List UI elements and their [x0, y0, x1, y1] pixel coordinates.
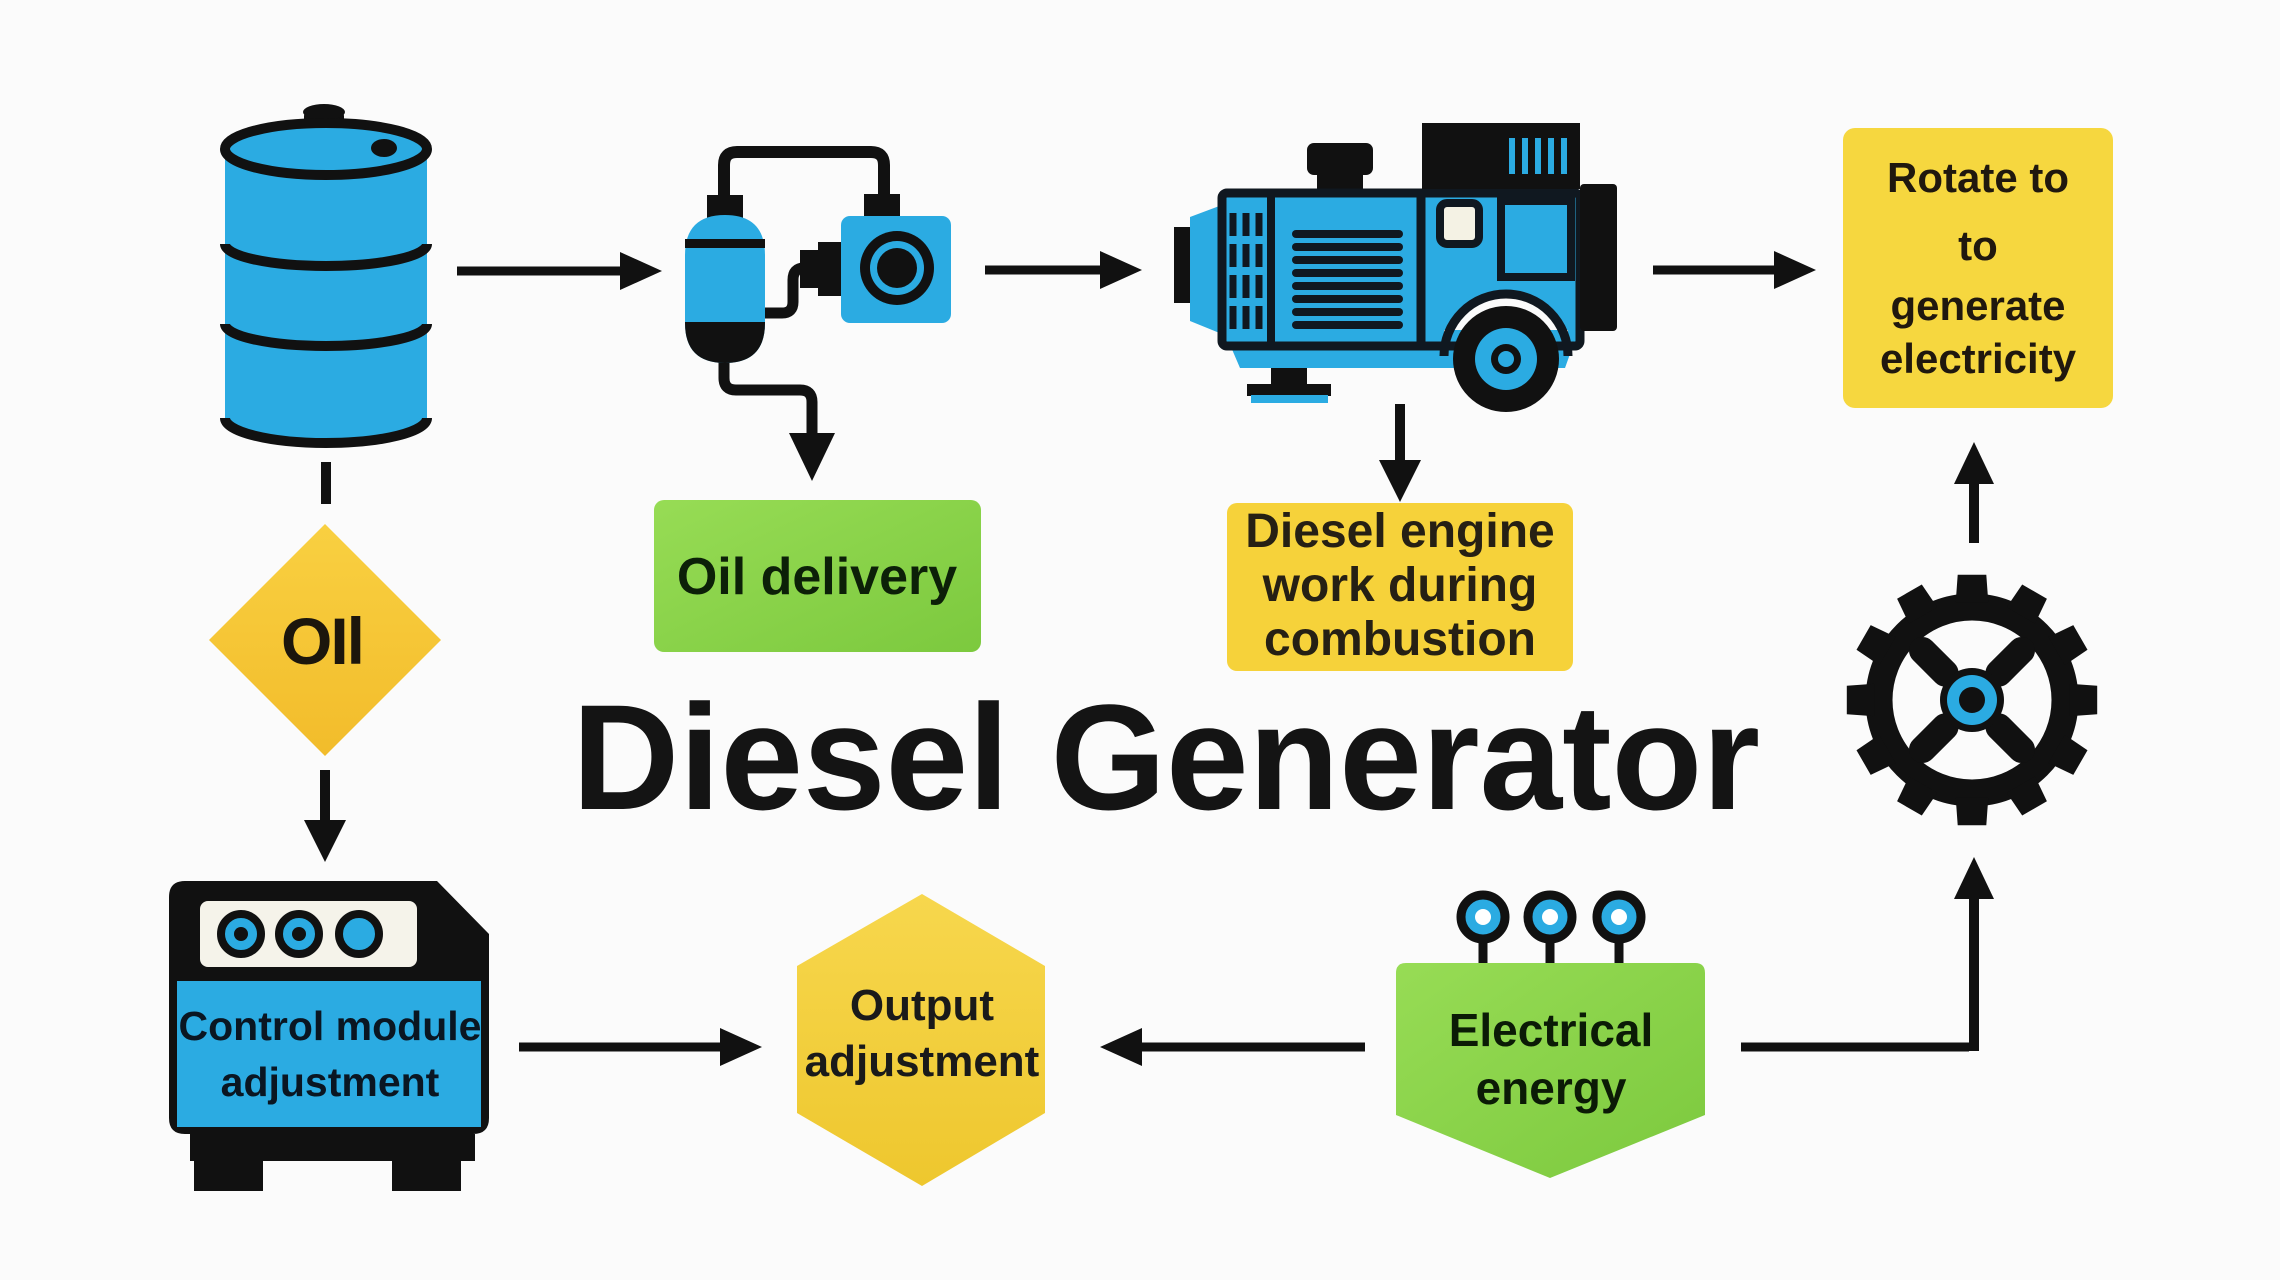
svg-text:adjustment: adjustment: [221, 1059, 440, 1105]
svg-text:adjustment: adjustment: [805, 1037, 1040, 1086]
svg-text:energy: energy: [1476, 1062, 1627, 1114]
svg-text:OIl: OIl: [281, 604, 363, 678]
svg-text:Electrical: Electrical: [1449, 1004, 1654, 1056]
svg-text:to: to: [1958, 222, 1998, 269]
svg-text:Oil delivery: Oil delivery: [677, 548, 957, 606]
svg-text:Rotate to: Rotate to: [1887, 154, 2069, 201]
svg-text:combustion: combustion: [1264, 613, 1536, 666]
svg-text:Diesel Generator: Diesel Generator: [572, 673, 1760, 841]
svg-text:Control module: Control module: [179, 1003, 482, 1049]
svg-text:electricity: electricity: [1880, 335, 2077, 382]
svg-text:generate: generate: [1890, 282, 2065, 329]
svg-text:work during: work during: [1262, 559, 1538, 612]
svg-text:Output: Output: [850, 981, 995, 1030]
svg-text:Diesel engine: Diesel engine: [1245, 505, 1554, 558]
